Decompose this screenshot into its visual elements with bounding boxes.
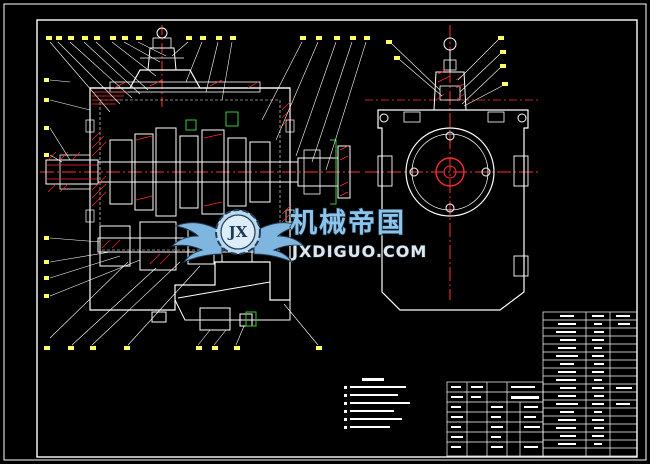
parts-list-entries	[556, 315, 632, 445]
section-hatching	[47, 79, 349, 265]
technical-notes	[344, 378, 410, 429]
green-component-parts	[185, 111, 337, 327]
main-section-view	[40, 25, 360, 331]
leader-lines	[49, 41, 367, 346]
watermark-url: JXDIGUO.COM	[291, 242, 427, 261]
side-view	[365, 25, 540, 311]
parts-list-table	[542, 311, 638, 457]
side-view-hatching	[435, 69, 465, 101]
logo-wing-left	[170, 222, 223, 264]
watermark-logo: JX 机械帝国 JXDIGUO.COM	[170, 206, 427, 264]
logo-wing-right	[253, 222, 306, 264]
logo-letters: JX	[227, 223, 248, 241]
part-number-callouts	[44, 36, 370, 350]
title-block	[446, 381, 544, 457]
title-block-entries	[451, 386, 540, 448]
side-view-leaders	[391, 39, 503, 107]
sheet-border	[3, 3, 647, 461]
drawing-frame	[36, 19, 638, 458]
watermark-title: 机械帝国	[290, 207, 406, 239]
side-view-callouts	[386, 36, 508, 86]
